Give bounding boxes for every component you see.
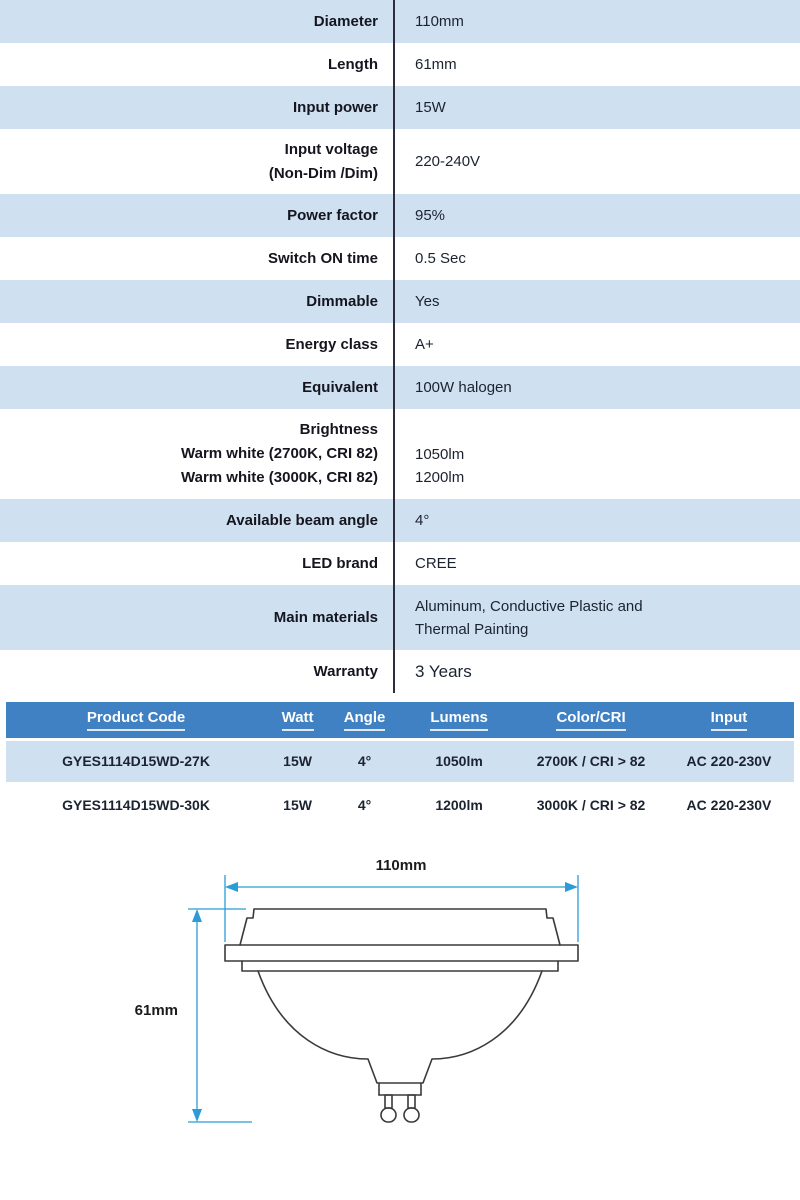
spec-row-energy-class: Energy class A+	[0, 323, 800, 366]
gu10-pin-right-tip	[403, 1107, 420, 1123]
header-lumens: Lumens	[399, 702, 519, 741]
spec-value: 4°	[415, 512, 430, 529]
product-row: GYES1114D15WD-30K 15W 4° 1200lm 3000K / …	[6, 783, 794, 828]
cell-lumens: 1200lm	[399, 783, 519, 828]
width-dimension-label: 110mm	[376, 857, 427, 874]
width-dimension-arrowheads	[225, 882, 578, 892]
spec-label: Power factor	[0, 194, 395, 237]
spec-value: 61mm	[415, 56, 457, 73]
spec-row-brightness: Brightness Warm white (2700K, CRI 82) Wa…	[0, 409, 800, 499]
gu10-pin-left-stem	[384, 1094, 393, 1109]
spec-value: 3 Years	[415, 662, 472, 681]
spec-row-power-factor: Power factor 95%	[0, 194, 800, 237]
spec-label: Dimmable	[0, 280, 395, 323]
spec-value: 0.5 Sec	[415, 250, 466, 267]
spec-row-equivalent: Equivalent 100W halogen	[0, 366, 800, 409]
spec-value: 110mm	[415, 13, 464, 30]
spec-label: Input power	[0, 86, 395, 129]
spec-label: LED brand	[0, 542, 395, 585]
spec-value: Yes	[415, 293, 440, 310]
cell-product-code: GYES1114D15WD-27K	[6, 739, 267, 784]
spec-row-dimmable: Dimmable Yes	[0, 280, 800, 323]
lamp-rim-step	[241, 960, 559, 972]
gu10-pin-left-tip	[380, 1107, 397, 1123]
spec-label: Available beam angle	[0, 499, 395, 542]
height-dimension-arrowheads	[192, 909, 202, 1122]
spec-label: Energy class	[0, 323, 395, 366]
spec-label: Main materials	[0, 585, 395, 650]
product-row: GYES1114D15WD-27K 15W 4° 1050lm 2700K / …	[6, 739, 794, 784]
lamp-dimension-diagram: 110mm 61mm	[135, 857, 579, 1123]
spec-label: Brightness Warm white (2700K, CRI 82) Wa…	[0, 409, 395, 499]
spec-row-led-brand: LED brand CREE	[0, 542, 800, 585]
cell-input: AC 220-230V	[663, 739, 794, 784]
spec-label: Switch ON time	[0, 237, 395, 280]
specifications-table: Diameter 110mm Length 61mm Input power 1…	[0, 0, 800, 693]
lamp-top-face	[239, 908, 561, 946]
spec-label: Warranty	[0, 650, 395, 693]
spec-label: Equivalent	[0, 366, 395, 409]
cell-watt: 15W	[266, 783, 330, 828]
cell-lumens: 1050lm	[399, 739, 519, 784]
header-product-code: Product Code	[6, 702, 267, 741]
spec-value: 95%	[415, 207, 446, 224]
header-color-cri: Color/CRI	[518, 702, 664, 741]
spec-value: 15W	[415, 99, 446, 116]
product-code-table: Product Code Watt Angle Lumens Color/CRI…	[6, 702, 794, 828]
spec-row-input-power: Input power 15W	[0, 86, 800, 129]
spec-value: 220-240V	[415, 153, 481, 170]
spec-label: Diameter	[0, 0, 395, 43]
lamp-rim	[224, 944, 579, 962]
header-watt: Watt	[266, 702, 330, 741]
spec-row-length: Length 61mm	[0, 43, 800, 86]
cell-product-code: GYES1114D15WD-30K	[6, 783, 267, 828]
cell-color-cri: 2700K / CRI > 82	[518, 739, 664, 784]
spec-row-warranty: Warranty 3 Years	[0, 650, 800, 693]
lamp-outline	[224, 908, 579, 1123]
spec-value: A+	[415, 336, 434, 353]
spec-row-input-voltage: Input voltage (Non-Dim /Dim) 220-240V	[0, 129, 800, 194]
spec-row-beam-angle: Available beam angle 4°	[0, 499, 800, 542]
header-angle: Angle	[329, 702, 400, 741]
spec-row-switch-on-time: Switch ON time 0.5 Sec	[0, 237, 800, 280]
spec-label: Input voltage (Non-Dim /Dim)	[0, 129, 395, 194]
cell-watt: 15W	[266, 739, 330, 784]
spec-label: Length	[0, 43, 395, 86]
cell-angle: 4°	[329, 739, 400, 784]
height-dimension-lines	[188, 908, 252, 1123]
spec-row-diameter: Diameter 110mm	[0, 0, 800, 43]
height-dimension-label: 61mm	[135, 1002, 178, 1019]
gu10-pin-right-stem	[407, 1094, 416, 1109]
spec-value: 100W halogen	[415, 379, 512, 396]
lamp-reflector-bowl	[257, 970, 543, 1084]
spec-value: Aluminum, Conductive Plastic and Thermal…	[415, 597, 643, 638]
header-input: Input	[663, 702, 794, 741]
spec-row-main-materials: Main materials Aluminum, Conductive Plas…	[0, 585, 800, 650]
cell-color-cri: 3000K / CRI > 82	[518, 783, 664, 828]
dimension-diagram-section: 110mm 61mm	[0, 832, 800, 1192]
cell-angle: 4°	[329, 783, 400, 828]
spec-value: CREE	[415, 555, 457, 572]
spec-value: 1050lm 1200lm	[415, 446, 465, 486]
cell-input: AC 220-230V	[663, 783, 794, 828]
product-table-header-row: Product Code Watt Angle Lumens Color/CRI…	[6, 702, 794, 741]
